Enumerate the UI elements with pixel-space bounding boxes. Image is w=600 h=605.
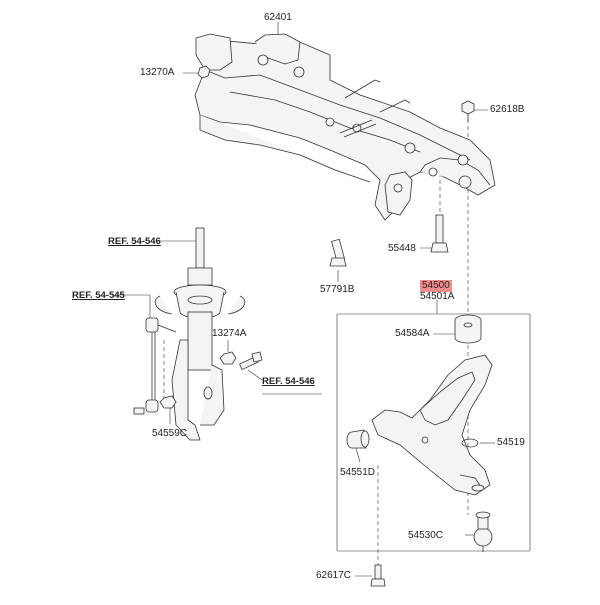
label-54501a: 54501A — [420, 291, 455, 302]
lower-control-arm-54500 — [371, 354, 493, 496]
label-54530c: 54530C — [408, 530, 444, 541]
label-62401: 62401 — [264, 12, 292, 23]
bolt-55448 — [430, 214, 449, 253]
label-54519: 54519 — [497, 437, 525, 448]
label-54500: 54500 — [420, 280, 452, 292]
bolt-62618b — [461, 100, 475, 122]
nut-13270a — [197, 65, 211, 79]
bolt-57791b — [329, 238, 347, 267]
label-55448: 55448 — [388, 243, 416, 254]
label-57791b: 57791B — [320, 284, 355, 295]
ring-54519 — [461, 438, 479, 448]
label-62618b: 62618B — [490, 104, 525, 115]
ref-label-strut: REF. 54-546 — [108, 236, 161, 247]
ball-joint-54530c — [473, 511, 493, 552]
bushing-54551d — [346, 429, 370, 449]
strut-bolt — [239, 351, 263, 371]
strut-assembly — [154, 227, 246, 441]
bolt-62617c — [370, 564, 386, 587]
label-13274a: 13274A — [212, 328, 247, 339]
bushing-54584a — [454, 314, 482, 344]
crossmember-62401 — [194, 33, 496, 221]
stabilizer-link — [133, 317, 177, 415]
nut-13274a — [219, 351, 237, 365]
nut-54559c — [159, 395, 177, 409]
label-62617c: 62617C — [316, 570, 352, 581]
label-13270a: 13270A — [140, 67, 175, 78]
ref-label-stabilizer: REF. 54-545 — [72, 290, 125, 301]
label-54584a: 54584A — [395, 328, 430, 339]
label-54551d: 54551D — [340, 467, 376, 478]
ref-label-strut-bolt: REF. 54-546 — [262, 376, 315, 387]
label-54559c: 54559C — [152, 428, 188, 439]
